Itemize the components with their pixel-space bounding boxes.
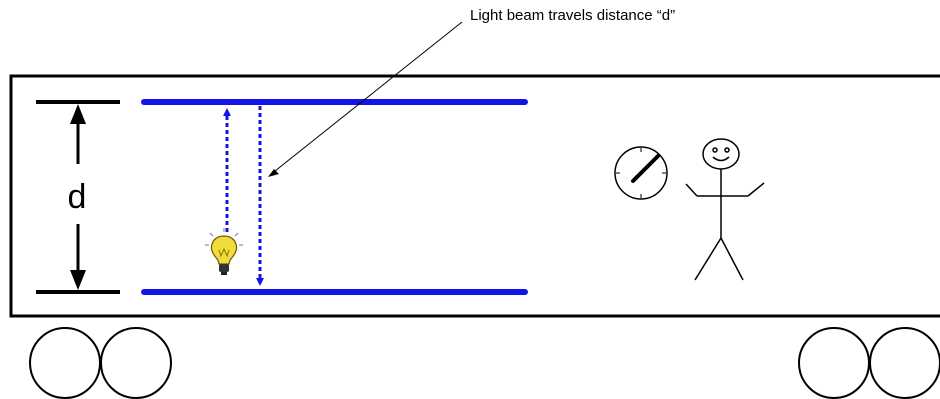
distance-dimension	[36, 100, 120, 294]
wheel-left-2	[100, 327, 172, 399]
train-car	[9, 74, 940, 318]
stick-figure-icon	[685, 138, 765, 281]
dimension-label: d	[68, 178, 87, 216]
light-bulb-icon	[205, 228, 243, 275]
wheel-right-1	[798, 327, 870, 399]
wheel-left-1	[29, 327, 101, 399]
dimension-arrow-up	[70, 104, 86, 124]
wheels	[29, 327, 940, 399]
annotation-pointer	[268, 21, 463, 177]
dimension-arrow-down	[70, 270, 86, 290]
clock-icon	[614, 146, 668, 200]
wheel-right-2	[869, 327, 940, 399]
annotation-label: Light beam travels distance “d”	[470, 7, 675, 24]
